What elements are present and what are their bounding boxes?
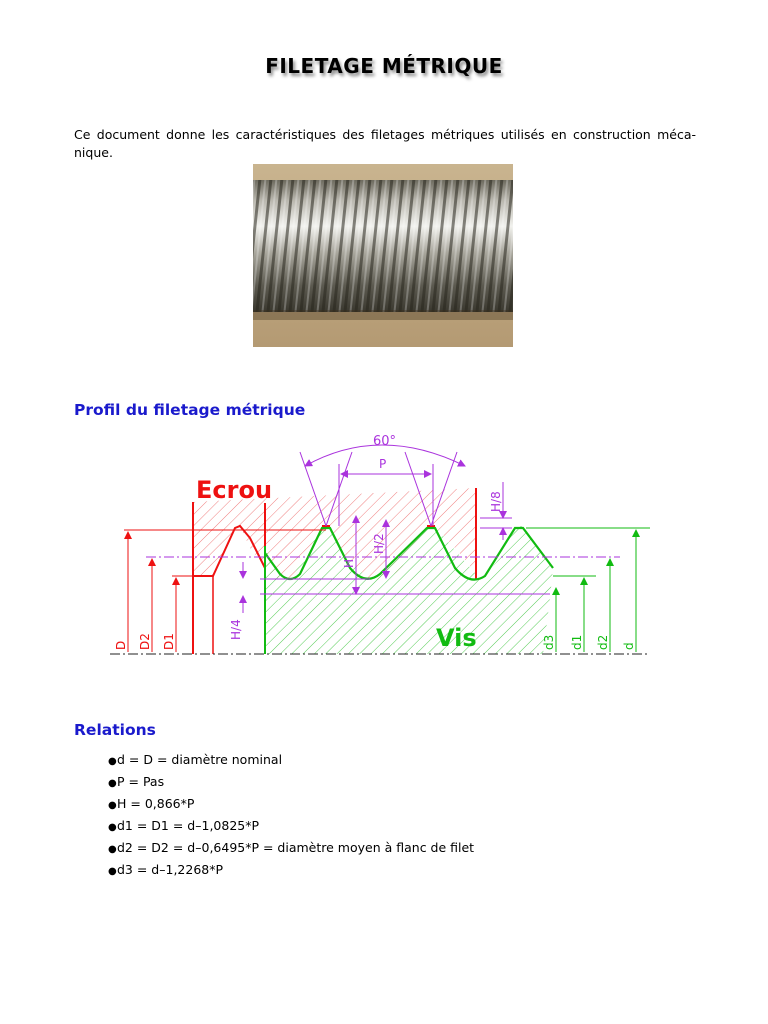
bullet-icon: ●	[108, 844, 117, 855]
list-item: ●d = D = diamètre nominal	[108, 750, 474, 772]
screw-label: Vis	[436, 624, 477, 652]
thread-profile-diagram: 60° P Ecrou Vis H/8 H/2 H H/4 D D2 D1 d3…	[110, 434, 650, 655]
pitch-label: P	[379, 457, 386, 471]
bullet-icon: ●	[108, 800, 117, 811]
screw-d2-label: d2	[596, 635, 610, 650]
list-item: ●d2 = D2 = d–0,6495*P = diamètre moyen à…	[108, 838, 474, 860]
bullet-icon: ●	[108, 866, 117, 877]
nut-D2-label: D2	[138, 633, 152, 650]
nut-D1-label: D1	[162, 633, 176, 650]
h2-label: H/2	[372, 533, 386, 554]
bullet-icon: ●	[108, 822, 117, 833]
angle-label: 60°	[373, 434, 396, 449]
bullet-icon: ●	[108, 778, 117, 789]
page-title: FILETAGE MÉTRIQUE	[265, 54, 503, 78]
bullet-icon: ●	[108, 756, 117, 767]
h-label: H	[342, 559, 356, 568]
list-item: ●d1 = D1 = d–1,0825*P	[108, 816, 474, 838]
list-item: ●H = 0,866*P	[108, 794, 474, 816]
screw-region	[265, 526, 553, 654]
threaded-rod-photo	[253, 164, 513, 347]
h8-label: H/8	[489, 491, 503, 512]
nut-label: Ecrou	[196, 476, 272, 504]
section-heading-relations: Relations	[74, 721, 156, 739]
list-item: ●P = Pas	[108, 772, 474, 794]
intro-paragraph: Ce document donne les caractéristiques d…	[74, 127, 696, 160]
nut-D-label: D	[114, 641, 128, 650]
list-item: ●d3 = d–1,2268*P	[108, 860, 474, 882]
h4-label: H/4	[229, 619, 243, 640]
section-heading-profile: Profil du filetage métrique	[74, 401, 306, 419]
relations-list: ●d = D = diamètre nominal ●P = Pas ●H = …	[108, 750, 474, 882]
screw-d-label: d	[622, 642, 636, 650]
screw-d3-label: d3	[542, 635, 556, 650]
screw-d1-label: d1	[570, 635, 584, 650]
